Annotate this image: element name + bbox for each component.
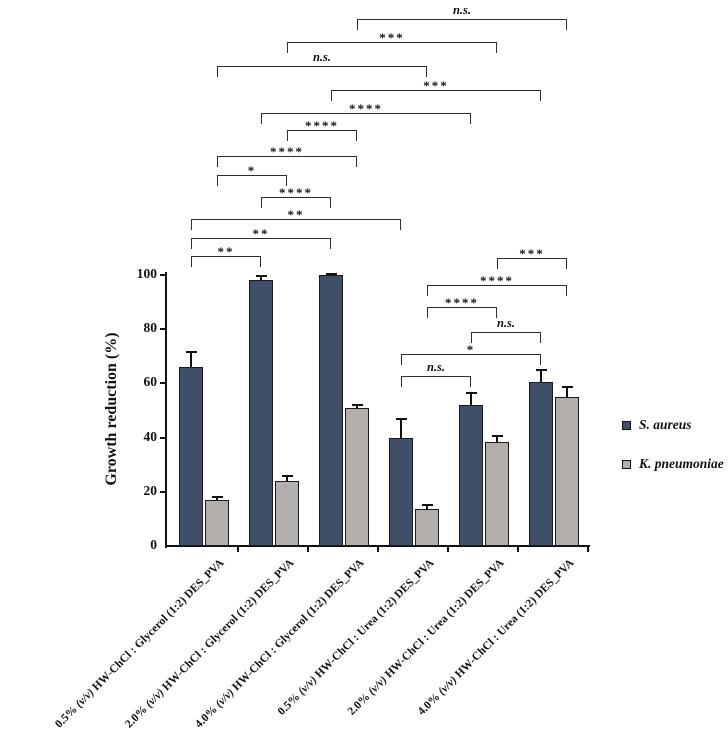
legend-label-k-pneumoniae: K. pneumoniae <box>639 456 724 471</box>
significance-bracket <box>287 130 357 141</box>
error-bar-line <box>426 505 428 510</box>
error-bar-cap <box>281 474 293 477</box>
error-bar-cap <box>491 435 503 438</box>
significance-label: ** <box>252 226 270 241</box>
significance-label: n.s. <box>452 3 472 17</box>
significance-label: n.s. <box>312 50 332 64</box>
bar-s-aureus-group-3 <box>319 275 343 546</box>
significance-label: ** <box>217 244 235 259</box>
error-bar-line <box>566 387 568 397</box>
significance-bracket <box>401 354 541 365</box>
x-tick <box>377 545 379 552</box>
significance-bracket <box>217 66 427 77</box>
legend-item-k-pneumoniae: K. pneumoniae <box>622 456 724 472</box>
error-bar-line <box>496 436 498 442</box>
significance-label: * <box>247 163 257 178</box>
significance-bracket <box>191 219 401 230</box>
x-tick <box>307 545 309 552</box>
y-tick-label: 60 <box>143 374 158 390</box>
significance-bracket <box>191 256 261 267</box>
legend-item-s-aureus: S. aureus <box>622 417 724 433</box>
error-bar-cap <box>185 351 197 354</box>
significance-label: **** <box>480 273 514 288</box>
y-axis <box>165 272 167 548</box>
y-tick <box>160 490 165 493</box>
y-tick-label: 0 <box>150 537 157 552</box>
x-axis-label-group-6: 4.0% (v/v) HW-ChCl : Urea (1:2) DES_PVA <box>415 557 577 718</box>
bar-s-aureus-group-5 <box>459 405 483 546</box>
bar-s-aureus-group-1 <box>179 367 203 546</box>
legend-marker-k-pneumoniae <box>622 459 631 469</box>
x-tick <box>237 545 239 552</box>
error-bar-line <box>260 276 262 281</box>
y-tick-label: 20 <box>143 482 158 498</box>
bar-k-pneumoniae-group-6 <box>555 396 579 546</box>
significance-label: **** <box>445 295 479 310</box>
error-bar-cap <box>255 275 267 278</box>
bar-k-pneumoniae-group-1 <box>205 499 229 546</box>
error-bar-line <box>400 418 402 438</box>
y-axis-title: Growth reduction (%) <box>103 332 120 486</box>
error-bar-line <box>190 352 192 368</box>
significance-bracket <box>261 113 471 124</box>
y-tick-label: 40 <box>143 428 158 444</box>
significance-label: n.s. <box>426 360 446 374</box>
y-tick <box>160 328 165 331</box>
y-tick <box>160 274 165 276</box>
bar-s-aureus-group-6 <box>529 382 553 546</box>
error-bar-cap <box>211 496 223 499</box>
significance-bracket <box>217 156 357 167</box>
significance-label: **** <box>349 101 383 116</box>
legend: S. aureus K. pneumoniae <box>622 417 724 472</box>
bar-k-pneumoniae-group-5 <box>485 441 509 546</box>
x-tick <box>587 545 589 552</box>
bar-s-aureus-group-2 <box>249 280 273 546</box>
significance-bracket <box>331 90 541 101</box>
error-bar-cap <box>535 368 547 371</box>
error-bar-cap <box>351 404 363 407</box>
significance-bracket <box>191 238 331 249</box>
error-bar-line <box>540 369 542 383</box>
y-tick-label: 80 <box>143 320 158 336</box>
significance-label: ** <box>287 207 305 222</box>
error-bar-cap <box>395 417 407 420</box>
significance-bracket <box>217 175 287 186</box>
error-bar-line <box>216 497 218 500</box>
bar-k-pneumoniae-group-4 <box>415 509 439 546</box>
legend-marker-s-aureus <box>622 420 631 430</box>
bar-k-pneumoniae-group-3 <box>345 407 369 546</box>
significance-label: * <box>466 342 476 357</box>
significance-label: *** <box>423 78 449 93</box>
significance-label: *** <box>379 30 405 45</box>
error-bar-cap <box>561 386 573 389</box>
x-tick <box>517 545 519 552</box>
error-bar-line <box>470 392 472 406</box>
significance-bracket <box>471 332 541 343</box>
significance-label: **** <box>270 144 304 159</box>
significance-bracket <box>427 285 567 296</box>
error-bar-cap <box>421 504 433 507</box>
error-bar-line <box>356 405 358 408</box>
significance-bracket <box>261 197 331 208</box>
x-tick <box>447 545 449 552</box>
significance-label: **** <box>279 185 313 200</box>
bar-k-pneumoniae-group-2 <box>275 480 299 546</box>
significance-bracket <box>497 258 567 269</box>
significance-bracket <box>357 19 567 30</box>
bar-s-aureus-group-4 <box>389 437 413 546</box>
error-bar-cap <box>465 391 477 394</box>
error-bar-cap <box>325 272 337 275</box>
y-tick <box>160 436 165 439</box>
significance-label: **** <box>305 118 339 133</box>
y-tick <box>160 382 165 385</box>
significance-bracket <box>401 376 471 387</box>
error-bar-line <box>286 475 288 481</box>
significance-label: n.s. <box>496 316 516 330</box>
significance-bracket <box>427 307 497 318</box>
y-tick-label: 100 <box>136 266 157 281</box>
legend-label-s-aureus: S. aureus <box>639 417 692 432</box>
significance-label: *** <box>519 246 545 261</box>
significance-bracket <box>287 42 497 53</box>
